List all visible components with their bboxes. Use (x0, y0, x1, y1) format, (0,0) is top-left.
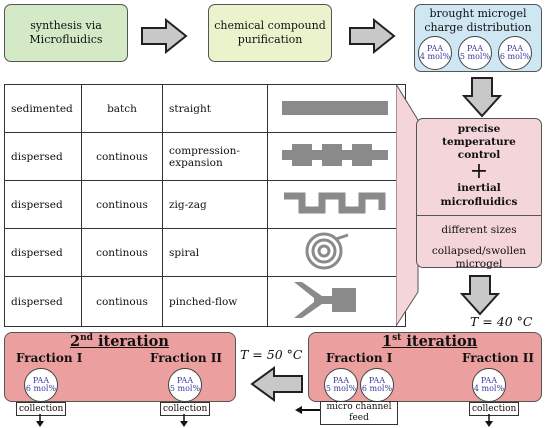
pinched-flow-channel-icon (267, 276, 406, 327)
iter1-fraction-2-label: Fraction II (462, 351, 534, 365)
arrow-right-2-icon (349, 18, 396, 54)
compression-expansion-channel-icon (267, 132, 406, 181)
spiral-channel-icon (267, 228, 406, 277)
temperature-control-panel: precise temperature control + inertial m… (416, 118, 542, 270)
iter2-fraction-2-label: Fraction II (150, 351, 222, 365)
arrow-down-2-icon (460, 275, 500, 316)
synthesis-label: synthesis via Microfluidics (29, 19, 103, 46)
first-iteration-title: 1st iteration (382, 333, 478, 350)
iter2-fraction-1-label: Fraction I (16, 351, 83, 365)
iter1-collection-label: collection (469, 402, 520, 416)
arrow-left-icon (250, 366, 303, 402)
table-row: dispersed continous zig-zag (4, 180, 406, 229)
collapsed-swollen-label: collapsed/swollen microgel (431, 244, 527, 270)
second-iteration-title: 2nd iteration (70, 333, 169, 350)
table-row: dispersed continous pinched-flow (4, 276, 406, 327)
table-row: sedimented batch straight (4, 84, 406, 133)
geometry-table: sedimented batch straight dispersed cont… (4, 84, 406, 327)
purification-label: chemical compound purification (214, 19, 326, 46)
synthesis-box: synthesis via Microfluidics (4, 4, 128, 62)
micro-channel-feed-label: micro channel feed (320, 401, 398, 425)
iter1-fraction-1-label: Fraction I (326, 351, 393, 365)
arrow-down-1-icon (462, 77, 502, 118)
iter2-collection-2-down-arrow-icon (180, 414, 188, 427)
iter2-collection-1-down-arrow-icon (36, 414, 44, 427)
iter2-collection-1-label: collection (16, 402, 67, 416)
temperature-control-label: precise temperature control (442, 123, 516, 162)
plus-sign: + (469, 159, 489, 185)
arrow-right-1-icon (141, 18, 188, 54)
table-row: dispersed continous compression-expansio… (4, 132, 406, 181)
straight-channel-icon (267, 84, 406, 133)
feed-arrow-left-icon (295, 406, 320, 414)
table-row: dispersed continous spiral (4, 228, 406, 277)
charge-distribution-label: brought microgel charge distribution (424, 7, 532, 34)
temperature-40-label: T = 40 °C (470, 314, 533, 329)
funnel-shape (396, 84, 419, 327)
inertial-microfluidics-label: inertial microfluidics (440, 182, 518, 208)
zig-zag-channel-icon (267, 180, 406, 229)
different-sizes-label: different sizes (441, 223, 517, 236)
temperature-50-label: T = 50 °C (240, 347, 303, 362)
iter2-collection-2-label: collection (160, 402, 211, 416)
purification-box: chemical compound purification (208, 4, 332, 62)
iter1-collection-down-arrow-icon (485, 414, 493, 427)
panel-divider (417, 214, 541, 216)
